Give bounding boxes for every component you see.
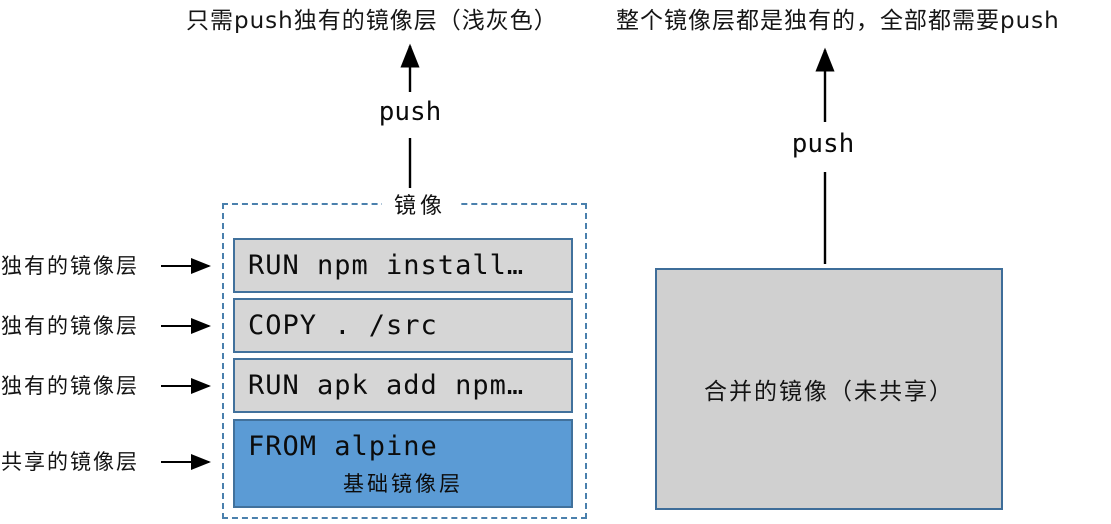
base-layer-sublabel: 基础镜像层	[343, 472, 463, 496]
caption-unique-layers-push: 只需push独有的镜像层（浅灰色）	[186, 8, 558, 34]
layer-text: RUN apk add npm…	[248, 370, 525, 401]
layer-run-npm-install: RUN npm install…	[233, 238, 573, 293]
layer-text: RUN npm install…	[248, 250, 525, 281]
layer-from-alpine-base: FROM alpine 基础镜像层	[233, 419, 573, 508]
push-label-right: push	[791, 129, 855, 159]
layer-text: FROM alpine	[248, 431, 438, 462]
row-label-unique-layer: 独有的镜像层	[1, 254, 139, 278]
row-label-shared-layer: 共享的镜像层	[1, 450, 139, 474]
merged-image-label: 合并的镜像（未共享）	[704, 379, 954, 405]
image-box-title: 镜像	[381, 188, 459, 220]
merged-image-box: 合并的镜像（未共享）	[655, 268, 1003, 510]
row-label-unique-layer: 独有的镜像层	[1, 314, 139, 338]
caption-all-layers-push: 整个镜像层都是独有的，全部都需要push	[616, 8, 1060, 34]
layer-copy-src: COPY . /src	[233, 298, 573, 353]
layer-run-apk-add: RUN apk add npm…	[233, 358, 573, 413]
row-label-unique-layer: 独有的镜像层	[1, 374, 139, 398]
push-label-left: push	[378, 97, 442, 127]
layer-text: COPY . /src	[248, 310, 438, 341]
